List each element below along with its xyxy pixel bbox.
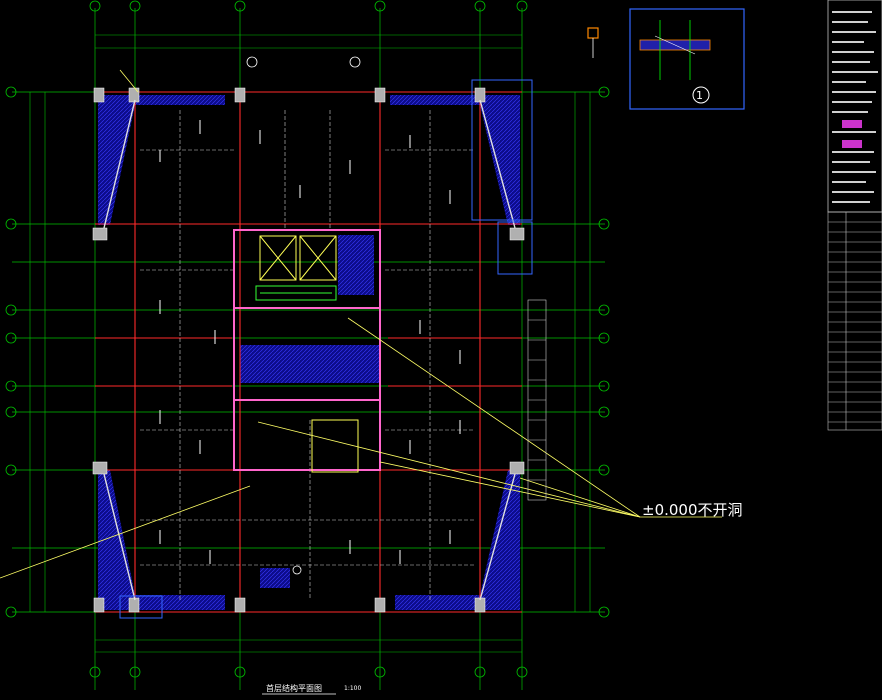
perimeter-diagonal-walls (103, 99, 516, 601)
columns (92, 87, 525, 613)
plan-title: 首层结构平面图 (266, 684, 322, 693)
detail-number: 1 (696, 89, 703, 102)
notes-panel (827, 0, 882, 213)
exterior-stair (527, 299, 547, 501)
grid-bubbles (5, 0, 610, 678)
small-marker (587, 27, 599, 58)
elevator-shafts (259, 235, 359, 473)
level-table (827, 211, 882, 431)
rebar-marks (159, 120, 461, 564)
stair-rails (255, 285, 337, 301)
dimension-lines (29, 34, 591, 653)
core-walls (233, 229, 381, 471)
annotation-leader-lines (0, 69, 722, 579)
secondary-beams (140, 110, 475, 600)
blue-outlines (119, 79, 533, 619)
plan-scale: 1:100 (344, 685, 362, 692)
detail-box (629, 8, 745, 110)
section-symbols (246, 56, 361, 575)
annotation-label: ±0.000不开洞 (642, 501, 743, 519)
hatched-slab-areas (98, 95, 520, 610)
